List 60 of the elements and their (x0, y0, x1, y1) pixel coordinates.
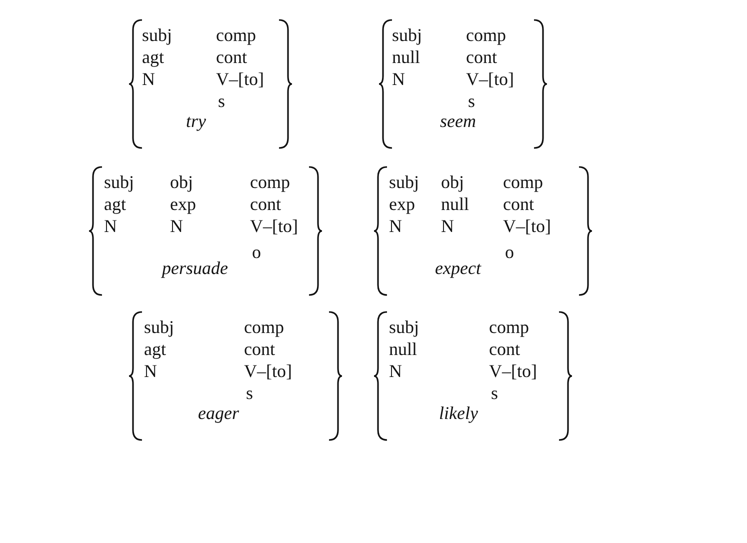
control-label: s (246, 382, 254, 404)
feature-label: comp (503, 171, 543, 193)
feature-label: subj (104, 171, 134, 193)
feature-label: N (170, 215, 183, 237)
feature-label: subj (389, 316, 420, 338)
feature-label: cont (466, 46, 497, 68)
feature-label: comp (466, 24, 506, 46)
predicate-name: likely (439, 402, 478, 424)
feature-label: N (389, 215, 402, 237)
control-label: s (468, 90, 476, 112)
feature-label: cont (250, 193, 281, 215)
feature-label: V–[to] (216, 68, 264, 90)
feature-label: null (389, 338, 418, 360)
feature-label: subj (144, 316, 174, 338)
feature-label: cont (216, 46, 247, 68)
feature-label: V–[to] (503, 215, 551, 237)
feature-label: V–[to] (244, 360, 292, 382)
feature-label: comp (216, 24, 256, 46)
feature-label: exp (389, 193, 415, 215)
feature-label: subj (392, 24, 422, 46)
predicate-name: eager (198, 402, 239, 424)
feature-label: N (441, 215, 454, 237)
predicate-name: persuade (162, 257, 228, 279)
lexical-entry-matrix (88, 165, 323, 297)
feature-label: N (389, 360, 402, 382)
lexical-entry-matrix (373, 310, 573, 442)
feature-label: null (392, 46, 420, 68)
feature-label: N (104, 215, 117, 237)
control-label: s (218, 90, 226, 112)
control-label: o (252, 241, 261, 263)
feature-label: comp (244, 316, 284, 338)
feature-label: obj (170, 171, 194, 193)
feature-label: agt (144, 338, 166, 360)
feature-label: N (142, 68, 155, 90)
feature-label: V–[to] (489, 360, 537, 382)
feature-label: agt (104, 193, 126, 215)
feature-label: V–[to] (466, 68, 514, 90)
feature-label: comp (250, 171, 290, 193)
feature-label: cont (503, 193, 534, 215)
feature-label: subj (389, 171, 420, 193)
control-label: o (505, 241, 514, 263)
lexical-entry-matrix (378, 18, 548, 150)
lexical-entry-matrix (128, 18, 293, 150)
feature-label: exp (170, 193, 196, 215)
feature-label: N (392, 68, 405, 90)
feature-label: agt (142, 46, 164, 68)
predicate-name: expect (435, 257, 481, 279)
control-label: s (491, 382, 498, 404)
feature-label: null (441, 193, 470, 215)
predicate-name: seem (440, 110, 476, 132)
feature-label: V–[to] (250, 215, 298, 237)
feature-label: subj (142, 24, 172, 46)
feature-label: obj (441, 171, 464, 193)
predicate-name: try (186, 110, 206, 132)
feature-label: cont (489, 338, 520, 360)
feature-label: N (144, 360, 157, 382)
lexical-entry-matrix (373, 165, 593, 297)
feature-label: cont (244, 338, 275, 360)
feature-label: comp (489, 316, 529, 338)
lexical-entry-matrix (128, 310, 343, 442)
